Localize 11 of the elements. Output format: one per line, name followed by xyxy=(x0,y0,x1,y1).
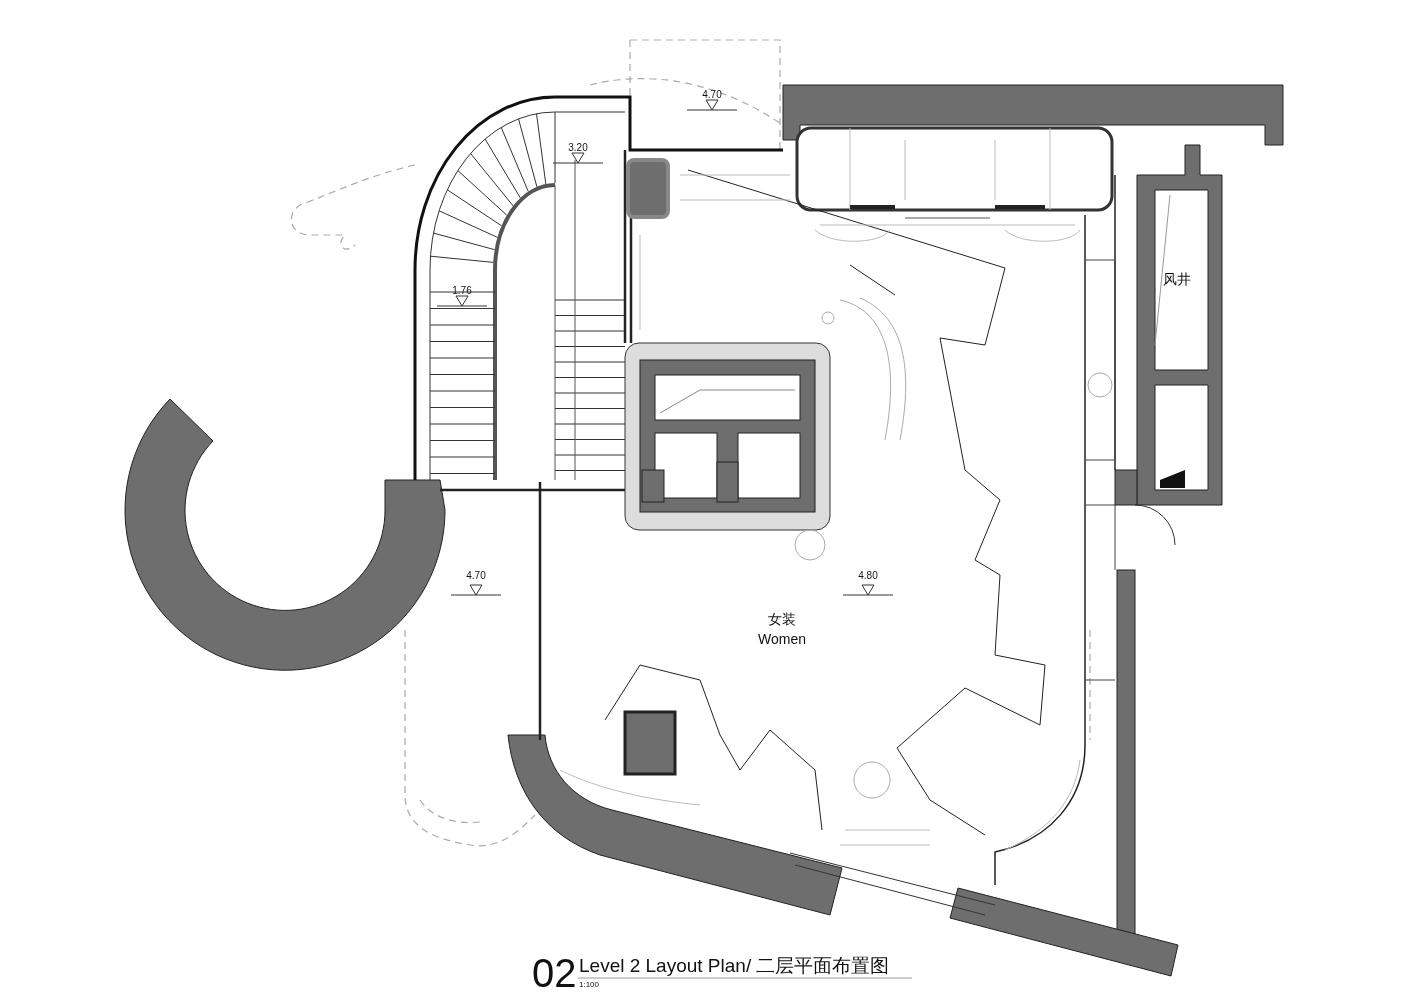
drawing-number: 02 xyxy=(532,953,577,993)
level-label: 4.70 xyxy=(466,571,486,581)
level-label: 1.76 xyxy=(452,286,472,296)
level-label: 3.20 xyxy=(568,143,588,153)
level-label: 4.80 xyxy=(858,571,878,581)
room-label: Women xyxy=(758,632,806,646)
scale-label: 1:100 xyxy=(579,981,600,989)
level-label: 4.70 xyxy=(702,90,722,100)
drawing-title: Level 2 Layout Plan/ 二层平面布置图 xyxy=(579,956,890,975)
room-label: 女装 xyxy=(768,612,796,626)
shaft-label: 风井 xyxy=(1163,272,1191,286)
